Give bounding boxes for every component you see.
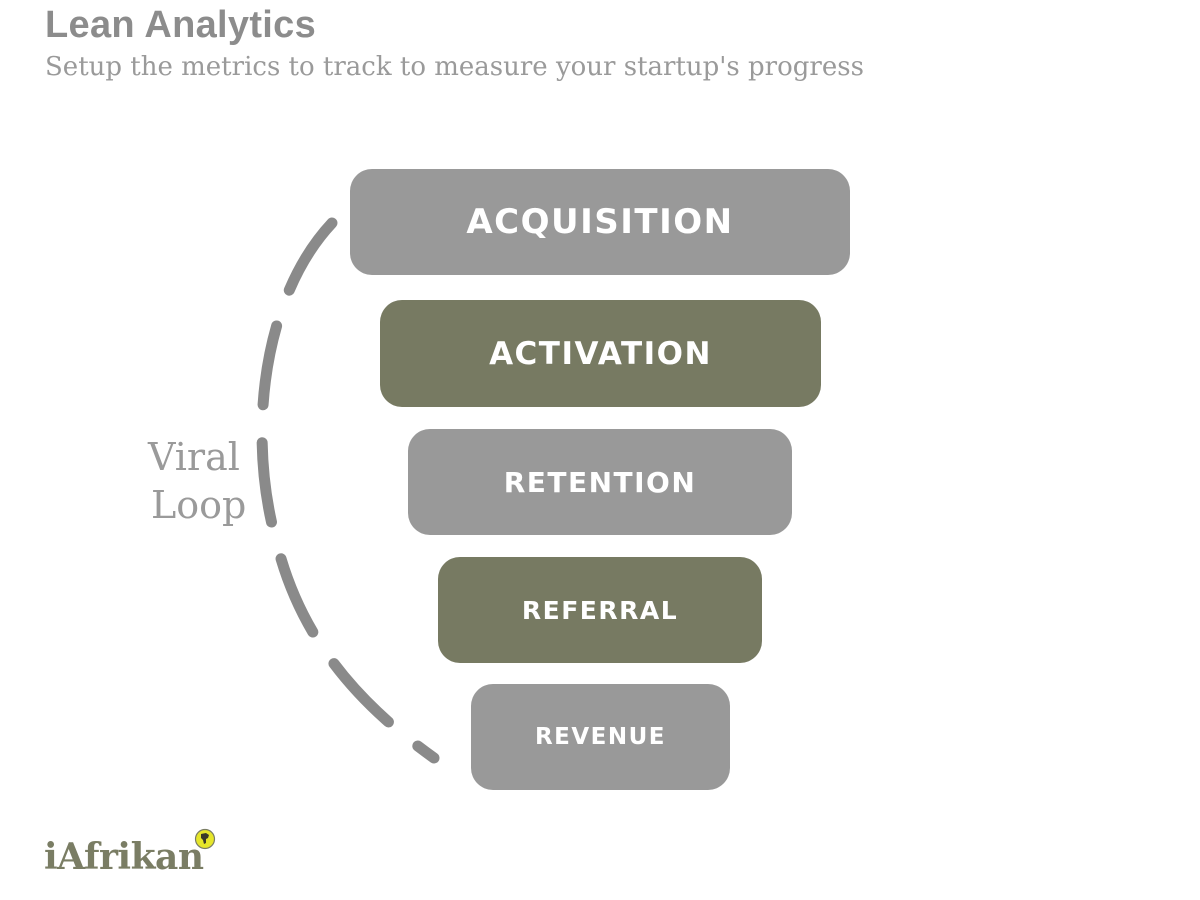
funnel-stage-label: REFERRAL [521, 595, 679, 625]
funnel-stage-label: RETENTION [503, 465, 697, 499]
funnel-stage-label: ACTIVATION [489, 335, 712, 372]
viral-loop-label-line1: Viral [148, 435, 240, 479]
page-title: Lean Analytics [45, 4, 316, 46]
funnel-stage-acquisition: ACQUISITION [350, 169, 850, 275]
funnel-stage-revenue: REVENUE [471, 684, 730, 790]
brand-logo: iAfrikan [44, 836, 204, 878]
funnel-stage-label: ACQUISITION [466, 202, 734, 242]
funnel-stage-retention: RETENTION [408, 429, 792, 535]
viral-loop-label-line2: Loop [151, 483, 247, 527]
funnel-stage-label: REVENUE [534, 724, 667, 750]
funnel-stage-activation: ACTIVATION [380, 300, 821, 407]
africa-globe-icon [194, 828, 216, 850]
viral-loop-label: Viral Loop [148, 433, 246, 529]
page-subtitle: Setup the metrics to track to measure yo… [45, 52, 864, 82]
funnel-stage-referral: REFERRAL [438, 557, 762, 663]
